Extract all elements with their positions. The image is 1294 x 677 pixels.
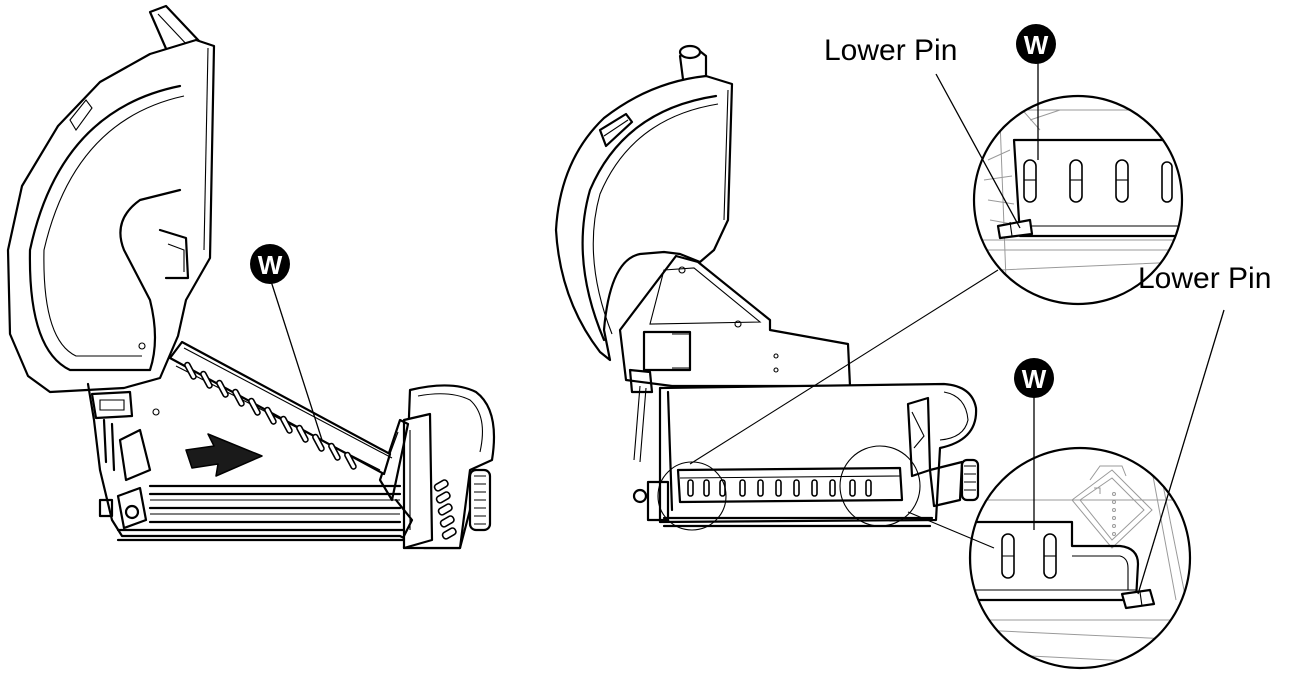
left-removal-arrow bbox=[185, 433, 263, 477]
left-platen-knob bbox=[468, 468, 492, 532]
right-printer bbox=[554, 44, 980, 531]
right-part-w bbox=[676, 466, 904, 504]
top-zoom-detail bbox=[972, 94, 1184, 306]
left-vent-slots bbox=[433, 479, 457, 540]
top-w-callout: W bbox=[1016, 24, 1056, 160]
bottom-w-badge-letter: W bbox=[1022, 364, 1047, 394]
right-printer-lid bbox=[554, 74, 734, 362]
left-w-badge bbox=[250, 244, 290, 284]
bottom-zoom-detail bbox=[968, 446, 1192, 670]
left-printer-lid bbox=[6, 38, 216, 394]
top-w-badge bbox=[1016, 24, 1056, 64]
left-w-badge-letter: W bbox=[258, 250, 283, 280]
top-zoom-leader bbox=[689, 269, 999, 465]
lower-pin-label-top: Lower Pin bbox=[824, 34, 957, 67]
bottom-w-callout: W bbox=[1014, 358, 1054, 530]
left-w-callout: W bbox=[250, 244, 323, 441]
bottom-zoom-leader bbox=[907, 511, 995, 549]
left-printer bbox=[6, 4, 496, 550]
lower-pin-leader-top bbox=[935, 73, 1021, 229]
top-w-badge-letter: W bbox=[1024, 30, 1049, 60]
lower-pin-leader-bottom bbox=[1137, 309, 1225, 595]
right-detail-marker-left bbox=[657, 461, 727, 531]
left-part-w-slots bbox=[184, 361, 357, 470]
right-detail-marker-right bbox=[839, 445, 921, 527]
right-printer-body bbox=[632, 382, 980, 528]
right-head-carriage bbox=[618, 254, 852, 463]
bottom-w-badge bbox=[1014, 358, 1054, 398]
left-part-w bbox=[168, 340, 393, 476]
lower-pin-label-bottom: Lower Pin bbox=[1138, 262, 1271, 295]
left-printer-body bbox=[86, 382, 496, 550]
